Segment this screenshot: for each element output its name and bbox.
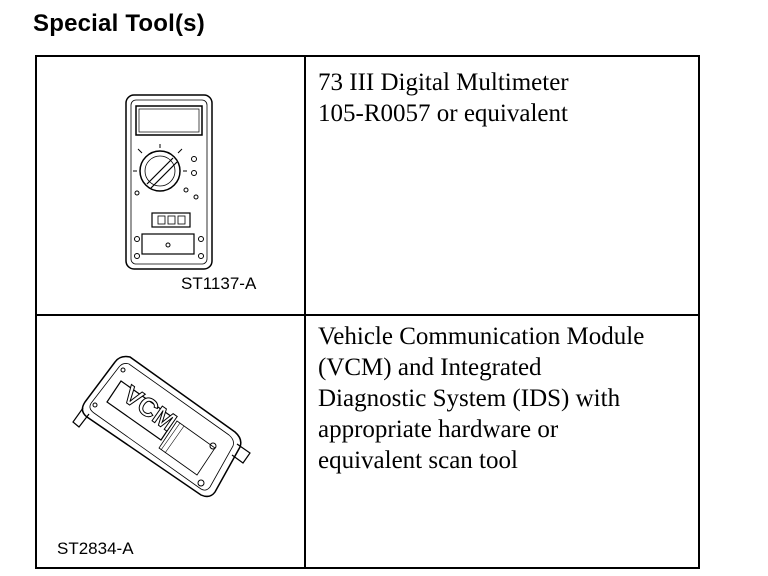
special-tools-table: ST1137-A 73 III Digital Multimeter 105-R… [35, 55, 700, 569]
digital-multimeter-illustration [125, 94, 213, 270]
description-line: Vehicle Communication Module [318, 323, 645, 350]
row-divider [37, 314, 698, 316]
illustration-code: ST2834-A [57, 539, 134, 558]
description-line: 73 III Digital Multimeter [318, 69, 569, 96]
description-line: Diagnostic System (IDS) with [318, 385, 621, 412]
illustration-code: ST1137-A [181, 274, 257, 293]
vcm-module-illustration: VCM [72, 355, 251, 498]
section-heading: Special Tool(s) [33, 10, 205, 37]
description-line: equivalent scan tool [318, 447, 518, 474]
description-line: (VCM) and Integrated [318, 354, 542, 381]
tool-description: 73 III Digital Multimeter 105-R0057 or e… [318, 67, 693, 129]
tool-description: Vehicle Communication Module (VCM) and I… [318, 321, 693, 476]
column-divider [304, 57, 306, 567]
description-line: appropriate hardware or [318, 416, 559, 443]
description-line: 105-R0057 or equivalent [318, 100, 568, 127]
